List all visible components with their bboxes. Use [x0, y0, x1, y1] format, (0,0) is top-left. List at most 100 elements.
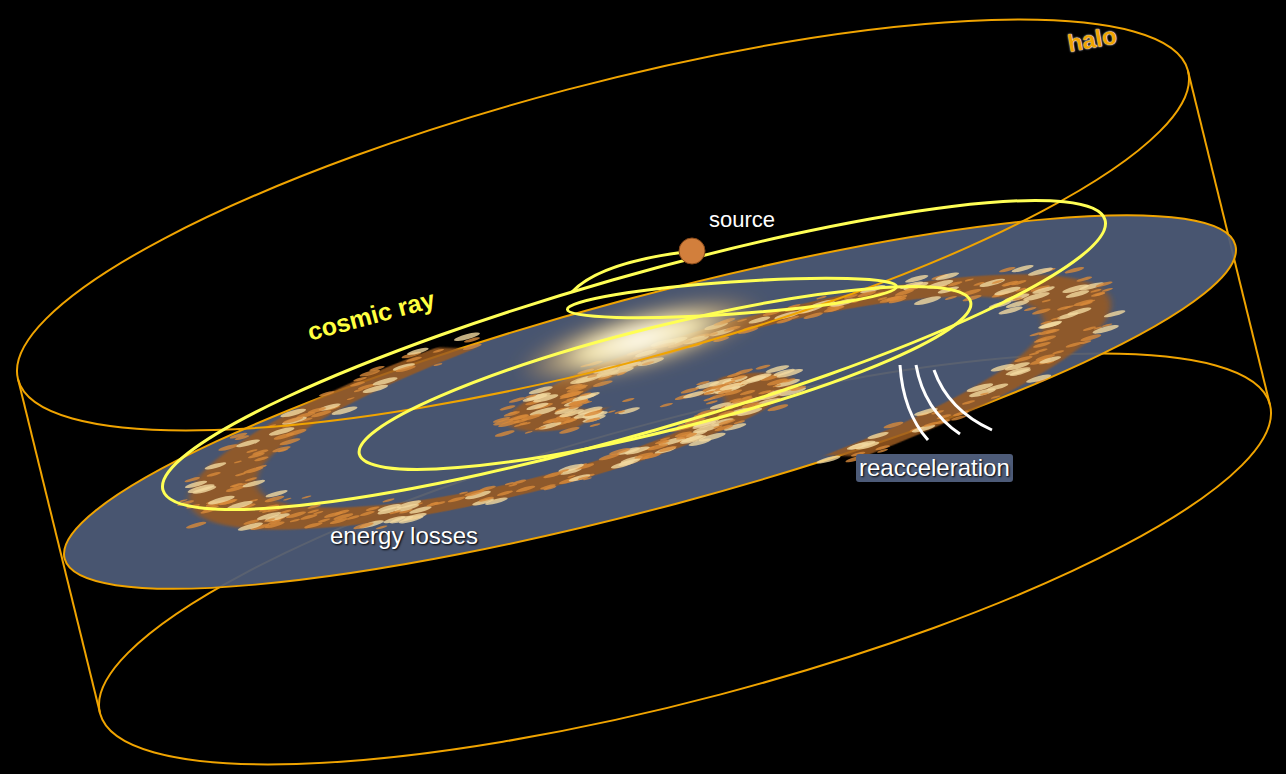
star-speck	[372, 376, 398, 387]
star-speck	[1014, 355, 1033, 363]
star-speck	[1025, 373, 1051, 385]
star-speck	[239, 482, 247, 486]
star-speck	[493, 416, 511, 424]
star-speck	[1038, 319, 1063, 330]
star-speck	[816, 454, 841, 465]
star-speck	[433, 363, 442, 367]
star-speck	[1033, 338, 1047, 344]
star-speck	[290, 518, 301, 523]
star-speck	[584, 409, 603, 417]
star-speck	[947, 280, 962, 287]
star-speck	[234, 434, 249, 441]
star-speck	[867, 431, 889, 441]
star-speck	[1103, 309, 1126, 319]
star-speck	[718, 418, 736, 426]
star-speck	[185, 520, 206, 529]
star-speck	[1045, 328, 1060, 334]
star-speck	[382, 498, 395, 504]
star-speck	[1035, 348, 1048, 354]
star-speck	[1094, 292, 1105, 297]
star-speck	[256, 511, 281, 522]
star-speck	[349, 381, 365, 388]
star-speck	[991, 279, 1003, 284]
star-speck	[739, 389, 755, 396]
star-speck	[968, 387, 996, 399]
star-speck	[584, 410, 609, 421]
star-speck	[1052, 350, 1065, 355]
star-speck	[1057, 305, 1072, 311]
star-speck	[243, 466, 264, 475]
cosmic-ray-path	[141, 145, 1126, 565]
star-speck	[962, 399, 976, 405]
star-speck	[207, 494, 235, 506]
star-speck	[503, 410, 520, 417]
star-speck	[755, 364, 771, 371]
star-speck	[622, 397, 635, 403]
star-speck	[965, 278, 974, 282]
star-speck	[218, 443, 239, 452]
star-speck	[659, 402, 673, 408]
star-speck	[998, 305, 1023, 316]
star-speck	[272, 445, 291, 453]
star-speck	[1011, 264, 1034, 274]
star-speck	[558, 462, 585, 474]
star-speck	[1001, 280, 1019, 288]
star-speck	[688, 437, 712, 448]
star-speck	[572, 393, 580, 397]
star-speck	[1029, 332, 1042, 338]
star-speck	[680, 386, 700, 394]
star-speck	[334, 509, 350, 516]
source-label: source	[709, 207, 775, 232]
star-speck	[614, 410, 625, 415]
star-speck	[347, 397, 355, 401]
star-speck	[1064, 305, 1074, 310]
star-speck	[447, 496, 465, 504]
star-speck	[704, 390, 715, 395]
star-speck	[313, 510, 324, 515]
star-speck	[377, 505, 402, 516]
star-speck	[766, 377, 788, 387]
star-speck	[703, 396, 716, 402]
star-speck	[234, 460, 242, 464]
star-speck	[772, 384, 781, 388]
star-speck	[723, 388, 743, 397]
star-speck	[559, 408, 585, 419]
star-speck	[301, 495, 311, 499]
star-speck	[1009, 368, 1031, 378]
star-speck	[252, 449, 269, 456]
star-speck	[532, 393, 558, 405]
star-speck	[365, 506, 380, 512]
star-speck	[634, 451, 654, 460]
star-speck	[237, 521, 263, 532]
star-speck	[1032, 307, 1052, 316]
star-speck	[1039, 355, 1062, 365]
star-speck	[980, 392, 989, 396]
star-speck	[264, 494, 285, 503]
star-speck	[1092, 323, 1120, 335]
star-speck	[235, 472, 246, 477]
halo-outline	[0, 0, 1224, 515]
star-speck	[935, 271, 960, 282]
star-speck	[999, 266, 1016, 274]
star-speck	[944, 295, 957, 301]
star-speck	[521, 422, 531, 426]
star-speck	[462, 343, 482, 352]
star-speck	[883, 420, 904, 429]
star-speck	[395, 364, 416, 373]
star-speck	[1095, 280, 1113, 288]
star-speck	[525, 394, 537, 399]
star-speck	[658, 440, 670, 445]
star-speck	[583, 477, 592, 481]
star-speck	[432, 348, 444, 353]
star-speck	[1065, 341, 1083, 349]
star-speck	[923, 421, 939, 428]
galaxy-image	[154, 168, 1145, 634]
star-speck	[184, 476, 200, 483]
star-speck	[187, 482, 215, 494]
star-speck	[730, 374, 746, 381]
star-speck	[559, 468, 570, 473]
star-speck	[1083, 326, 1097, 332]
halo-label: halo	[1066, 22, 1119, 58]
